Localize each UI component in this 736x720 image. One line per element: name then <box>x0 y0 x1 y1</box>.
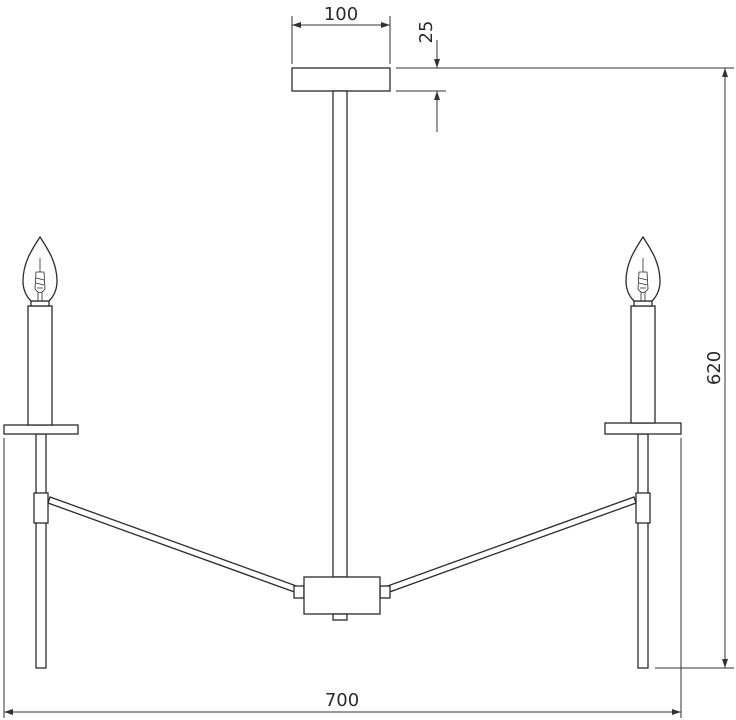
dimension-overall-width: 700 <box>3 438 682 718</box>
ceiling-canopy <box>291 67 391 92</box>
dimension-label-canopy-height: 25 <box>416 21 437 44</box>
center-hub <box>303 576 381 621</box>
candle-bulb-icon <box>22 235 58 302</box>
left-arm <box>47 496 305 599</box>
right-arm <box>379 496 637 599</box>
left-bulb <box>22 235 58 302</box>
dimension-label-canopy-width: 100 <box>324 4 358 25</box>
left-candle-holder <box>3 300 79 669</box>
central-stem <box>332 90 348 578</box>
dimension-label-overall-height: 620 <box>704 351 725 385</box>
dimension-canopy-height: 25 <box>396 21 446 132</box>
dimension-canopy-width: 100 <box>291 4 391 64</box>
dimension-overall-height: 620 <box>446 67 734 669</box>
right-bulb <box>625 235 661 302</box>
dimension-label-overall-width: 700 <box>325 690 359 711</box>
candle-bulb-icon <box>625 235 661 302</box>
right-candle-holder <box>604 300 682 669</box>
